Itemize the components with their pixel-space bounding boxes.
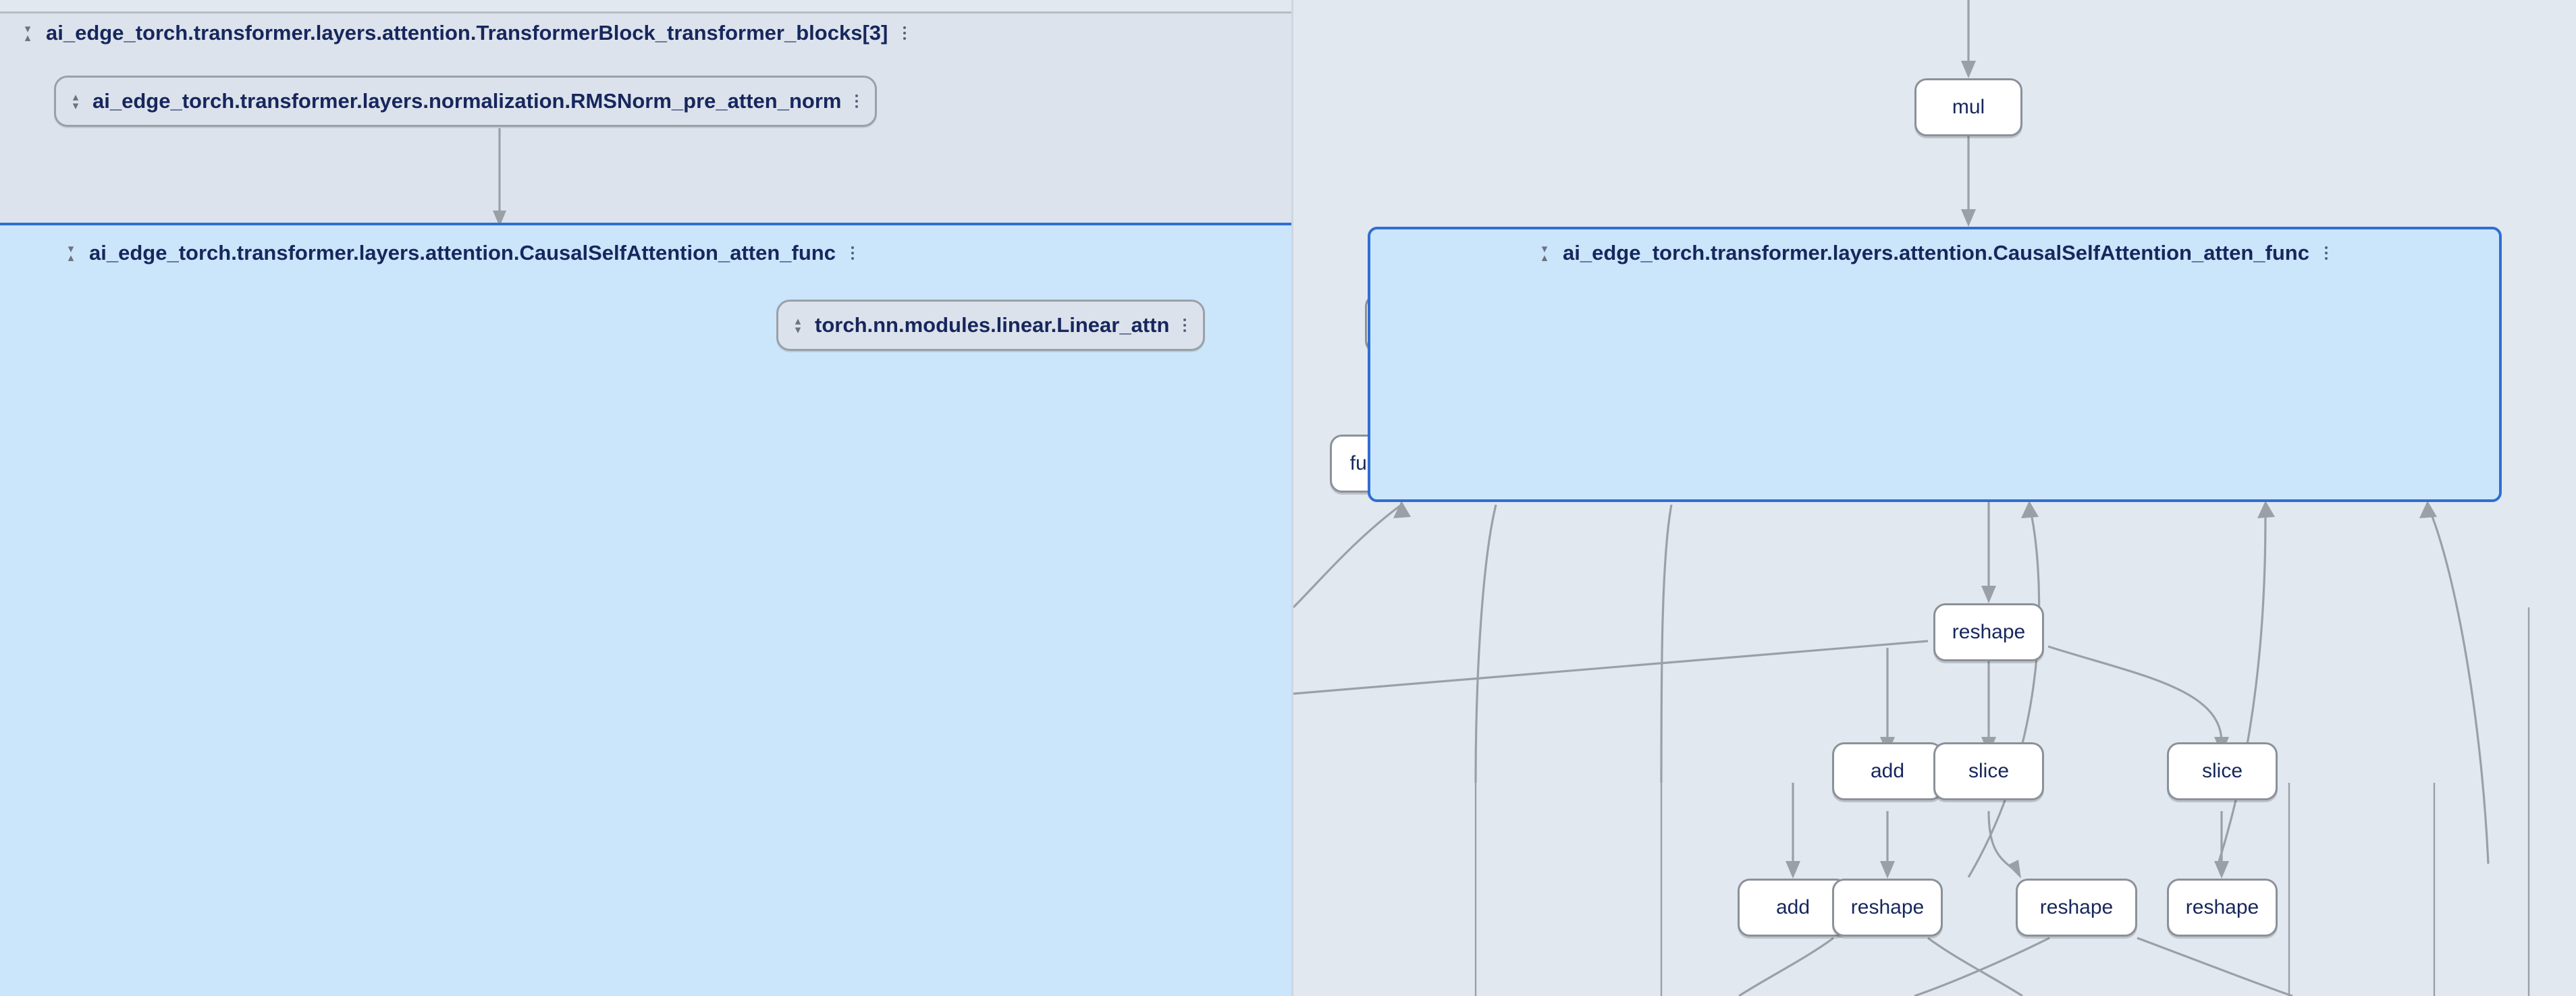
- kebab-menu-icon[interactable]: [898, 22, 911, 45]
- expand-chevrons-icon[interactable]: ▴▾: [72, 90, 79, 112]
- group-causal-self-attention-right-label: ai_edge_torch.transformer.layers.attenti…: [1563, 241, 2309, 265]
- node-slice-2[interactable]: slice: [2167, 742, 2278, 800]
- pane-divider[interactable]: [1291, 0, 1293, 996]
- group-transformer-block-label: ai_edge_torch.transformer.layers.attenti…: [46, 21, 888, 45]
- node-mul-top[interactable]: mul: [1914, 78, 2022, 136]
- node-label: add: [1870, 760, 1905, 782]
- node-label: slice: [2201, 760, 2243, 782]
- kebab-menu-icon[interactable]: [847, 242, 859, 265]
- node-label: reshape: [1952, 621, 2026, 643]
- left-pane-top-strip: [0, 0, 1293, 13]
- collapse-chevrons-icon[interactable]: ▾▴: [68, 242, 74, 264]
- node-label: add: [1775, 896, 1810, 918]
- expand-chevrons-icon[interactable]: ▴▾: [795, 314, 801, 336]
- pill-rmsnorm-pre-atten-norm[interactable]: ▴▾ ai_edge_torch.transformer.layers.norm…: [54, 76, 878, 127]
- node-reshape-5[interactable]: reshape: [2016, 879, 2137, 937]
- node-label: slice: [1968, 760, 2009, 782]
- node-add-1[interactable]: add: [1832, 742, 1943, 800]
- collapse-chevrons-icon[interactable]: ▾▴: [24, 22, 31, 44]
- right-graph-pane[interactable]: ▾▴ ai_edge_torch.transformer.layers.atte…: [1293, 0, 2576, 996]
- node-add-2[interactable]: add: [1738, 879, 1848, 937]
- node-slice-1[interactable]: slice: [1933, 742, 2044, 800]
- pill-linear-attn[interactable]: ▴▾ torch.nn.modules.linear.Linear_attn: [776, 300, 1206, 351]
- node-label: reshape: [1850, 896, 1925, 918]
- kebab-menu-icon[interactable]: [1179, 314, 1191, 337]
- pill-linear-attn-label: torch.nn.modules.linear.Linear_attn: [815, 313, 1170, 337]
- node-label: mul: [1952, 96, 1985, 118]
- group-causal-self-attention-right-header[interactable]: ▾▴ ai_edge_torch.transformer.layers.atte…: [1368, 235, 2502, 271]
- collapse-chevrons-icon[interactable]: ▾▴: [1541, 242, 1548, 264]
- kebab-menu-icon[interactable]: [2320, 242, 2332, 265]
- group-transformer-block-header[interactable]: ▾▴ ai_edge_torch.transformer.layers.atte…: [9, 15, 921, 51]
- node-label: reshape: [2039, 896, 2114, 918]
- node-label: reshape: [2185, 896, 2259, 918]
- kebab-menu-icon[interactable]: [851, 90, 863, 113]
- node-reshape-6[interactable]: reshape: [2167, 879, 2278, 937]
- pill-rmsnorm-label: ai_edge_torch.transformer.layers.normali…: [92, 89, 842, 113]
- node-reshape-4[interactable]: reshape: [1832, 879, 1943, 937]
- left-graph-pane[interactable]: ▾▴ ai_edge_torch.transformer.layers.atte…: [0, 0, 1293, 996]
- group-causal-self-attention-right[interactable]: [1368, 227, 2502, 502]
- node-reshape-3[interactable]: reshape: [1933, 603, 2044, 661]
- group-causal-self-attention-left-label: ai_edge_torch.transformer.layers.attenti…: [89, 241, 836, 265]
- group-causal-self-attention-left-header[interactable]: ▾▴ ai_edge_torch.transformer.layers.atte…: [53, 235, 869, 271]
